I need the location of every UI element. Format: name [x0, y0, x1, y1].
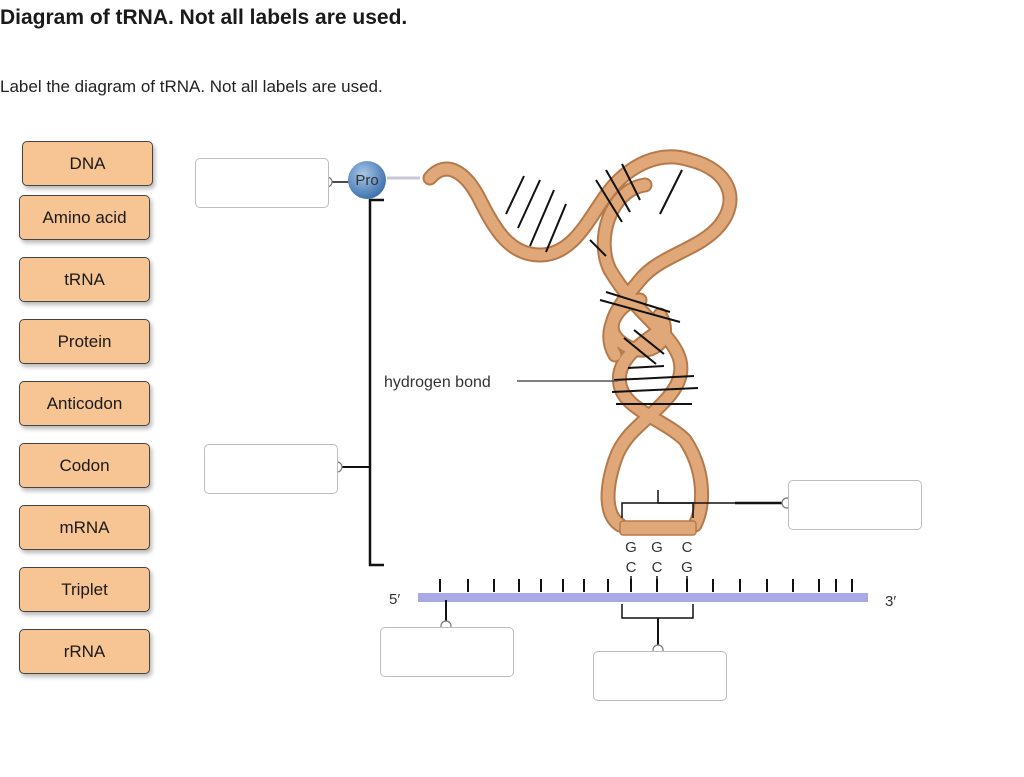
codon-base: C: [626, 559, 637, 576]
label-chip-codon[interactable]: Codon: [19, 443, 150, 488]
drop-target-trna[interactable]: [204, 444, 338, 494]
amino-acid-ball: [348, 161, 386, 199]
mrna-strand: [418, 593, 868, 602]
label-chip-text: mRNA: [59, 517, 110, 537]
anticodon-base: C: [682, 539, 693, 556]
label-chip-dna[interactable]: DNA: [22, 141, 153, 186]
five-prime-label: 5′: [389, 591, 400, 608]
trna-bracket: [368, 198, 384, 567]
hydrogen-bond-label: hydrogen bond: [384, 374, 491, 391]
drop-target-mrna[interactable]: [380, 627, 514, 677]
label-chip-anticodon[interactable]: Anticodon: [19, 381, 150, 426]
label-chip-rrna[interactable]: rRNA: [19, 629, 150, 674]
trna-ribbon: [422, 149, 738, 533]
anticodon-base: G: [625, 539, 637, 556]
drop-target-amino-acid[interactable]: [195, 158, 329, 208]
label-chip-text: Triplet: [61, 579, 108, 599]
label-chip-text: Anticodon: [46, 393, 123, 413]
label-chip-protein[interactable]: Protein: [19, 319, 150, 364]
page-title: Diagram of tRNA. Not all labels are used…: [0, 6, 408, 29]
label-chip-amino-acid[interactable]: Amino acid: [19, 195, 150, 240]
drop-target-anticodon[interactable]: [788, 480, 922, 530]
label-chip-text: rRNA: [63, 641, 106, 661]
label-chip-text: Codon: [59, 455, 110, 475]
label-chip-trna[interactable]: tRNA: [19, 257, 150, 302]
three-prime-label: 3′: [885, 593, 896, 610]
label-chip-triplet[interactable]: Triplet: [19, 567, 150, 612]
hydrogen-bond-rungs: [505, 163, 699, 405]
instruction-text: Label the diagram of tRNA. Not all label…: [0, 77, 383, 96]
anticodon-base: G: [651, 539, 663, 556]
codon-base: G: [681, 559, 693, 576]
mrna-ticks: [439, 579, 853, 592]
label-chip-text: Amino acid: [42, 207, 127, 227]
codon-base: C: [652, 559, 663, 576]
amino-acid-text: Pro: [355, 172, 378, 189]
label-chip-text: tRNA: [64, 269, 105, 289]
codon-bracket: [621, 604, 694, 619]
label-chip-mrna[interactable]: mRNA: [19, 505, 150, 550]
label-chip-text: Protein: [57, 331, 112, 351]
label-chip-text: DNA: [69, 153, 106, 173]
drop-target-codon[interactable]: [593, 651, 727, 701]
anticodon-bracket: [621, 502, 694, 518]
